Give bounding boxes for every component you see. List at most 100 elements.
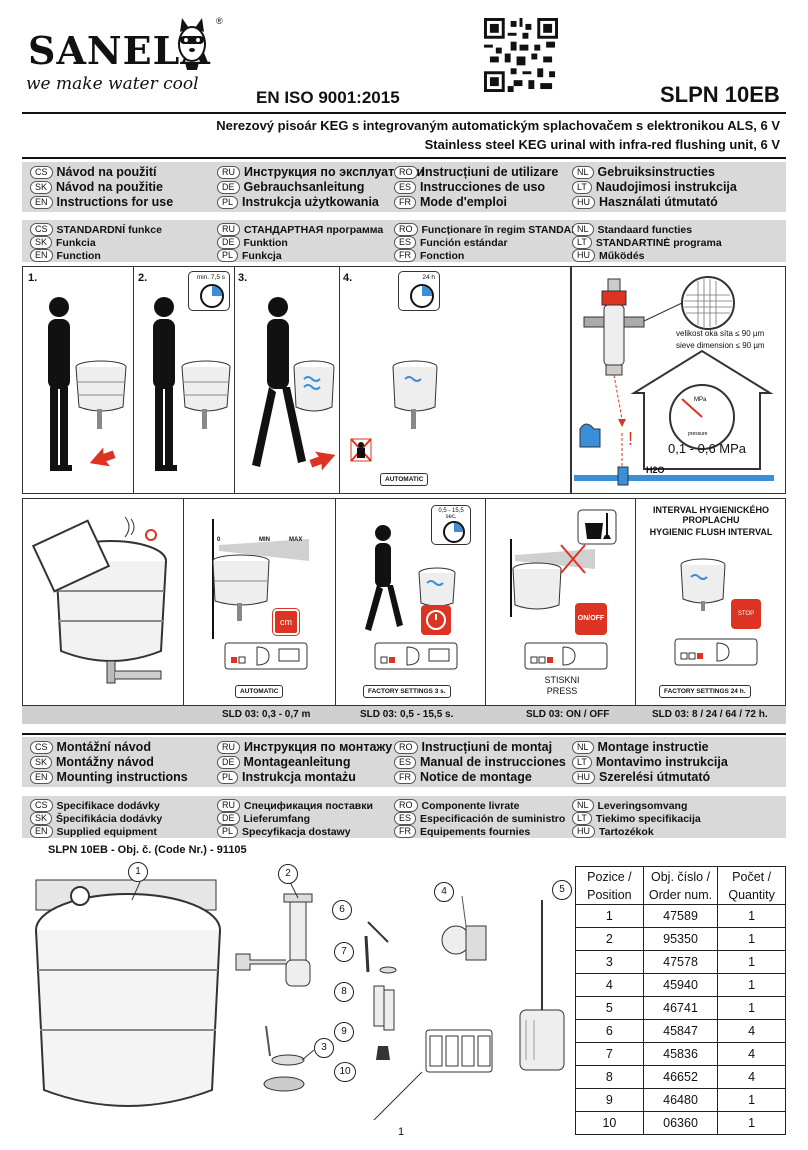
language-label: Instrucțiuni de utilizare	[421, 165, 559, 179]
language-code-badge: ES	[394, 236, 417, 249]
step-4-automatic-tag: AUTOMATIC	[380, 473, 429, 486]
language-label: Lieferumfang	[243, 812, 311, 825]
step-3-number: 3.	[238, 272, 248, 284]
language-label: Használati útmutató	[599, 195, 718, 209]
language-code-badge: LT	[572, 236, 592, 249]
language-code-badge: CS	[30, 223, 53, 236]
language-label: Montavimo instrukcija	[595, 755, 728, 769]
language-label: STANDARDNÍ funkce	[56, 223, 162, 236]
table-cell: 1	[717, 996, 786, 1020]
hygienic-interval-en: HYGIENIC FLUSH INTERVAL	[649, 527, 773, 537]
table-cell: 45836	[642, 1042, 719, 1066]
language-code-badge: HU	[572, 770, 595, 784]
table-cell: 4	[717, 1019, 786, 1043]
factory-settings-3s-tag: FACTORY SETTINGS 3 s.	[363, 685, 451, 698]
header-divider	[22, 112, 786, 114]
step-3-leave-illustration	[252, 297, 336, 471]
language-code-badge: SK	[30, 755, 53, 769]
callout-2: 2	[278, 864, 298, 884]
water-label: H2O	[646, 465, 665, 475]
table-cell: 3	[575, 950, 644, 974]
time-setting-button[interactable]	[421, 605, 451, 635]
table-cell: 46741	[642, 996, 719, 1020]
language-label: Návod na použití	[56, 165, 157, 179]
stop-label: STOP	[737, 611, 755, 617]
language-label: Notice de montage	[420, 770, 532, 784]
order-line: SLPN 10EB - Obj. č. (Code Nr.) - 91105	[48, 844, 247, 856]
step-1-approach-illustration	[48, 297, 127, 471]
stop-button[interactable]: STOP	[731, 599, 761, 629]
stopwatch-icon	[200, 284, 224, 308]
language-code-badge: RU	[217, 740, 240, 754]
language-code-badge: RU	[217, 799, 240, 812]
range-max-label: MAX	[289, 537, 303, 543]
table-cell: 4	[717, 1065, 786, 1089]
parts-table-header-cell: Počet / Quantity	[717, 866, 786, 905]
table-cell: 46480	[642, 1088, 719, 1112]
cm-setting-button[interactable]: cm	[272, 608, 300, 636]
control-board-icon	[524, 642, 608, 670]
language-label: Gebrauchsanleitung	[243, 180, 365, 194]
on-off-button[interactable]: ON/OFF	[575, 603, 607, 635]
cleaning-bucket-icon	[577, 509, 617, 545]
svg-text:MPa: MPa	[694, 397, 707, 403]
language-label: Instrukcja użytkowania	[242, 195, 379, 209]
stopwatch-icon	[410, 284, 434, 308]
table-cell: 1	[717, 927, 786, 951]
automatic-mode-tag: AUTOMATIC	[235, 685, 284, 698]
language-code-badge: FR	[394, 825, 416, 838]
language-label: Función estándar	[420, 236, 508, 249]
language-code-badge: SK	[30, 180, 53, 194]
range-min-label: MIN	[259, 537, 270, 543]
table-cell: 5	[575, 996, 644, 1020]
table-cell: 1	[717, 973, 786, 997]
filter-pressure-illustration: MPa pressure !	[574, 276, 774, 486]
raccoon-mascot-icon	[178, 18, 206, 70]
press-label-cs: STISKNI	[544, 675, 580, 685]
language-label: Montage instructie	[597, 740, 709, 754]
language-code-badge: DE	[217, 236, 240, 249]
mounting-divider	[22, 733, 786, 735]
language-code-badge: HU	[572, 249, 595, 262]
table-cell: 1	[575, 904, 644, 928]
language-code-badge: LT	[572, 755, 592, 769]
callout-7: 7	[334, 942, 354, 962]
factory-settings-24h-tag: FACTORY SETTINGS 24 h.	[659, 685, 751, 698]
parts-table-header-cell: Obj. číslo / Order num.	[642, 866, 719, 905]
language-code-badge: ES	[394, 755, 417, 769]
product-subtitle-cs: Nerezový pisoár KEG s integrovaným autom…	[216, 118, 780, 133]
language-label: Mode d'emploi	[420, 195, 507, 209]
table-cell: 45940	[642, 973, 719, 997]
language-label: Naudojimosi instrukcija	[595, 180, 737, 194]
page-number: 1	[398, 1126, 405, 1138]
language-code-badge: NL	[572, 740, 594, 754]
language-label: Function	[56, 249, 101, 262]
qr-code-icon[interactable]	[484, 18, 558, 92]
